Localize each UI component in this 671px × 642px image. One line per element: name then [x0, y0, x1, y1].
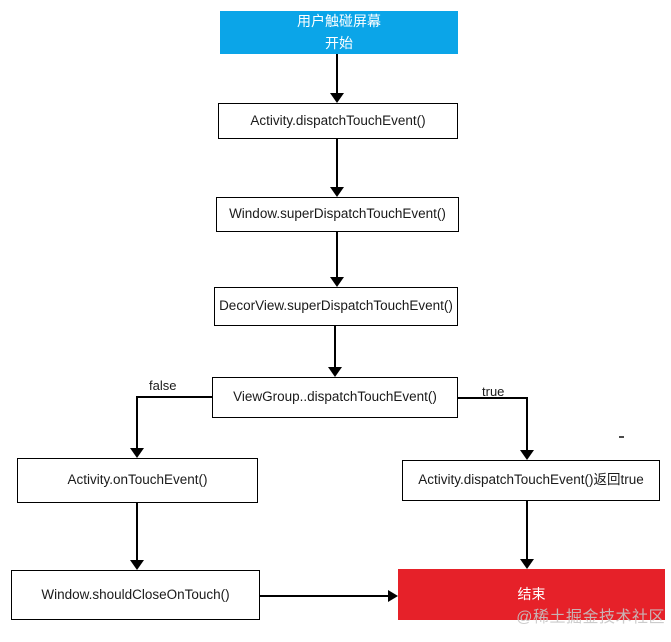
stray-mark	[619, 436, 624, 438]
node-window-super-dispatch-label: Window.superDispatchTouchEvent()	[229, 206, 446, 222]
arrowhead-down-icon	[330, 187, 344, 197]
watermark-text: @稀土掘金技术社区	[516, 609, 665, 626]
edge-dispatch-to-window	[336, 139, 338, 188]
arrowhead-down-icon	[330, 93, 344, 103]
node-end: 结束	[398, 569, 665, 620]
edge-shouldclose-to-end	[260, 595, 389, 597]
edge-window-to-decorview	[336, 232, 338, 278]
node-viewgroup-dispatch-label: ViewGroup..dispatchTouchEvent()	[233, 389, 437, 405]
edge-true-vertical	[526, 397, 528, 451]
edge-true-horizontal	[458, 397, 528, 399]
node-activity-dispatch-label: Activity.dispatchTouchEvent()	[250, 112, 426, 128]
node-end-label: 结束	[517, 585, 546, 602]
arrowhead-down-icon	[520, 559, 534, 569]
node-activity-ontouch-label: Activity.onTouchEvent()	[67, 472, 208, 488]
arrowhead-down-icon	[520, 450, 534, 460]
edge-start-to-dispatch	[336, 54, 338, 94]
node-start-line1: 用户触碰屏幕	[297, 13, 381, 29]
node-viewgroup-dispatch: ViewGroup..dispatchTouchEvent()	[212, 377, 458, 418]
edge-label-true: true	[482, 384, 505, 399]
node-start: 用户触碰屏幕 开始	[220, 11, 458, 54]
edge-returntrue-to-end	[526, 501, 528, 560]
edge-ontouch-to-shouldclose	[136, 503, 138, 561]
node-window-should-close-label: Window.shouldCloseOnTouch()	[41, 586, 230, 602]
edge-decorview-to-viewgroup	[334, 326, 336, 368]
arrowhead-right-icon	[388, 590, 398, 602]
node-activity-dispatch-return-true-label: Activity.dispatchTouchEvent()返回true	[418, 472, 644, 488]
arrowhead-down-icon	[330, 277, 344, 287]
node-window-should-close: Window.shouldCloseOnTouch()	[11, 570, 260, 620]
node-decorview-super-dispatch-label: DecorView.superDispatchTouchEvent()	[219, 298, 453, 314]
arrowhead-down-icon	[130, 560, 144, 570]
node-start-line2: 开始	[325, 34, 353, 51]
edge-label-false: false	[149, 378, 177, 393]
node-activity-dispatch: Activity.dispatchTouchEvent()	[218, 103, 458, 139]
arrowhead-down-icon	[328, 367, 342, 377]
arrowhead-down-icon	[130, 448, 144, 458]
node-activity-dispatch-return-true: Activity.dispatchTouchEvent()返回true	[402, 460, 660, 501]
node-decorview-super-dispatch: DecorView.superDispatchTouchEvent()	[214, 287, 458, 326]
edge-false-vertical	[136, 396, 138, 449]
node-window-super-dispatch: Window.superDispatchTouchEvent()	[216, 197, 459, 232]
edge-false-horizontal	[136, 396, 212, 398]
node-activity-ontouch: Activity.onTouchEvent()	[17, 458, 258, 503]
